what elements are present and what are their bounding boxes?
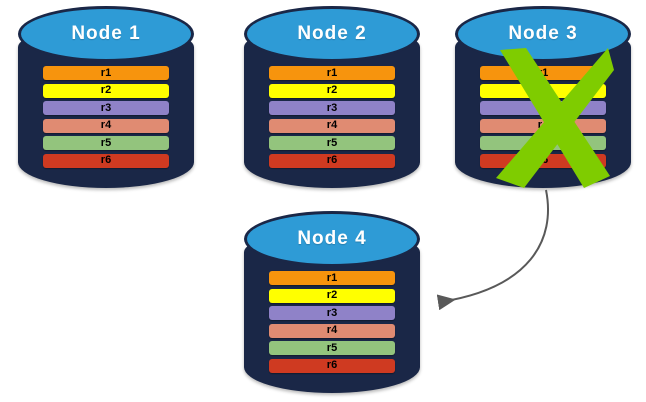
- node-label-node1: Node 1: [71, 23, 141, 44]
- cylinder-top-node4: Node 4: [244, 211, 420, 267]
- record-row[interactable]: r6: [42, 153, 170, 168]
- node-node4[interactable]: Node 4 r1 r2 r3 r4 r5 r6: [244, 211, 420, 393]
- cylinder-top-node2: Node 2: [244, 6, 420, 62]
- record-row[interactable]: r1: [42, 66, 170, 80]
- record-row[interactable]: r3: [479, 101, 607, 116]
- record-row[interactable]: r3: [42, 101, 170, 116]
- migration-arrow-path: [436, 189, 550, 311]
- record-row[interactable]: r5: [42, 136, 170, 151]
- record-row[interactable]: r5: [268, 136, 396, 151]
- record-row[interactable]: r4: [268, 118, 396, 133]
- cylinder-top-node1: Node 1: [18, 6, 194, 62]
- record-row[interactable]: r1: [268, 271, 396, 285]
- cylinder-top-node3: Node 3: [455, 6, 631, 62]
- record-row[interactable]: r1: [268, 66, 396, 80]
- node-node2[interactable]: Node 2 r1 r2 r3 r4 r5 r6: [244, 6, 420, 188]
- record-row[interactable]: r6: [479, 153, 607, 168]
- node-label-node4: Node 4: [297, 228, 367, 249]
- record-row[interactable]: r2: [268, 288, 396, 303]
- node-label-node3: Node 3: [508, 23, 578, 44]
- record-row[interactable]: r2: [268, 83, 396, 98]
- node-label-node2: Node 2: [297, 23, 367, 44]
- record-row[interactable]: r5: [268, 341, 396, 356]
- record-row[interactable]: r4: [479, 118, 607, 133]
- record-row[interactable]: r5: [479, 136, 607, 151]
- record-row[interactable]: r2: [479, 83, 607, 98]
- node-node1[interactable]: Node 1 r1 r2 r3 r4 r5 r6: [18, 6, 194, 188]
- record-row[interactable]: r6: [268, 153, 396, 168]
- record-stack-node3: r1 r2 r3 r4 r5 r6: [479, 66, 607, 168]
- record-row[interactable]: r3: [268, 306, 396, 321]
- record-row[interactable]: r2: [42, 83, 170, 98]
- record-stack-node1: r1 r2 r3 r4 r5 r6: [42, 66, 170, 168]
- record-stack-node2: r1 r2 r3 r4 r5 r6: [268, 66, 396, 168]
- record-row[interactable]: r6: [268, 358, 396, 373]
- record-row[interactable]: r4: [42, 118, 170, 133]
- record-row[interactable]: r3: [268, 101, 396, 116]
- record-stack-node4: r1 r2 r3 r4 r5 r6: [268, 271, 396, 373]
- node-node3[interactable]: Node 3 r1 r2 r3 r4 r5 r6: [455, 6, 631, 188]
- record-row[interactable]: r4: [268, 323, 396, 338]
- record-row[interactable]: r1: [479, 66, 607, 80]
